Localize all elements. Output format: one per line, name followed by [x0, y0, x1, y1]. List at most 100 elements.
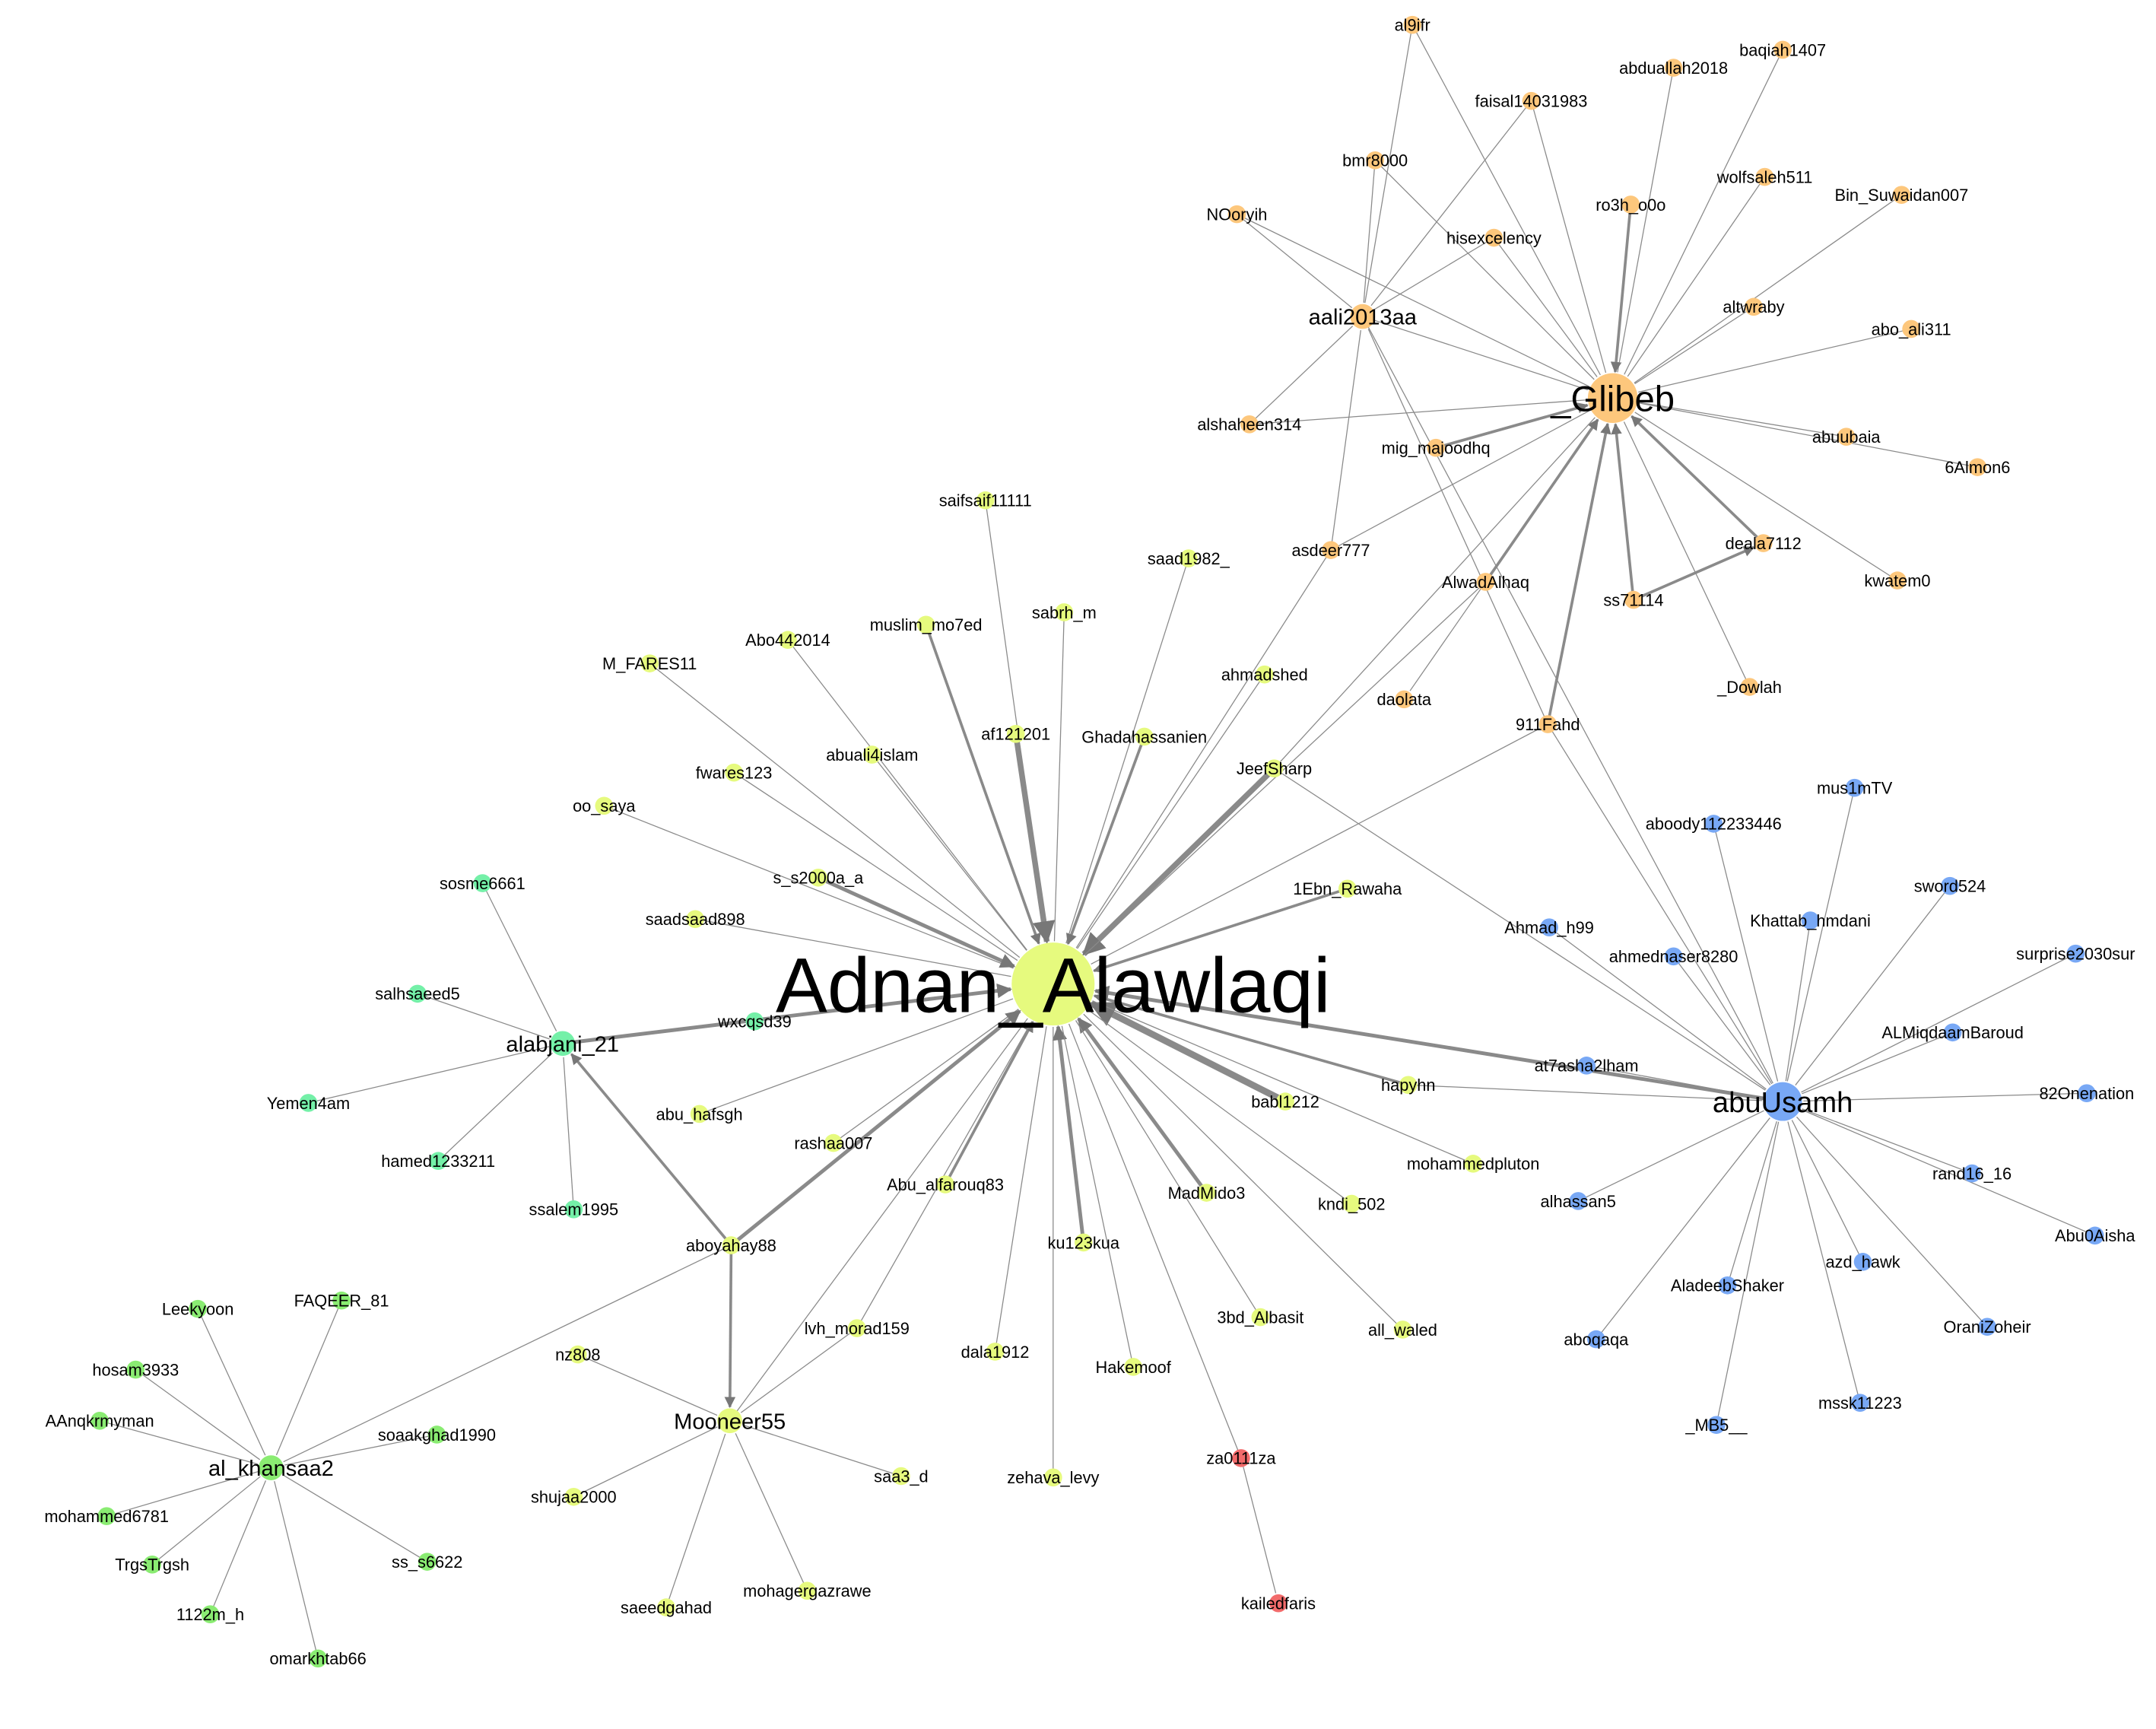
node-saeedgahad[interactable]: [657, 1598, 675, 1616]
node-saa3_d[interactable]: [892, 1467, 910, 1486]
node-at7asha2lham[interactable]: [1577, 1057, 1596, 1075]
node-aboody112233446[interactable]: [1704, 815, 1723, 833]
node-hamed1233211[interactable]: [429, 1152, 448, 1171]
node-Khattab_hmdani[interactable]: [1801, 911, 1820, 930]
node-Adnan_Alawlaqi[interactable]: [1011, 942, 1095, 1026]
node-faisal14031983[interactable]: [1522, 91, 1541, 110]
node-surprise2030sur[interactable]: [2066, 944, 2085, 963]
node-mohagergazrawe[interactable]: [798, 1581, 817, 1600]
node-sosme6661[interactable]: [473, 874, 492, 892]
node-al_khansaa2[interactable]: [259, 1455, 284, 1480]
node-_Glibeb[interactable]: [1587, 373, 1638, 423]
node-abuali4islam[interactable]: [862, 745, 881, 764]
node-deala7112[interactable]: [1754, 534, 1773, 552]
node-za0111za[interactable]: [1232, 1449, 1250, 1467]
node-oo_saya[interactable]: [595, 796, 614, 815]
node-alhassan5[interactable]: [1569, 1192, 1588, 1210]
node-MadMido3[interactable]: [1197, 1184, 1216, 1202]
node-Abu_alfarouq83[interactable]: [936, 1175, 954, 1193]
node-AladeebShaker[interactable]: [1718, 1276, 1737, 1295]
node-82Onenation[interactable]: [2078, 1084, 2096, 1103]
node-911Fahd[interactable]: [1538, 715, 1557, 733]
node-soaakghad1990[interactable]: [427, 1425, 446, 1444]
node-al9ifr[interactable]: [1403, 15, 1422, 34]
node-kndi_502[interactable]: [1342, 1194, 1361, 1213]
node-Ahmad_h99[interactable]: [1540, 918, 1558, 936]
node-all_waled[interactable]: [1393, 1321, 1412, 1339]
node-asdeer777[interactable]: [1322, 541, 1340, 559]
node-Yemen4am[interactable]: [299, 1094, 318, 1112]
node-ku123kua[interactable]: [1074, 1233, 1093, 1252]
node-salhsaeed5[interactable]: [408, 984, 427, 1003]
node-dala1912[interactable]: [986, 1343, 1005, 1361]
node-abuubaia[interactable]: [1837, 427, 1856, 446]
node-OraniZoheir[interactable]: [1978, 1317, 1996, 1336]
node-AAnqkrmyman[interactable]: [90, 1412, 109, 1430]
node-ssalem1995[interactable]: [564, 1200, 583, 1219]
node-ahmadshed[interactable]: [1255, 665, 1274, 684]
node-bmr8000[interactable]: [1366, 151, 1384, 170]
node-fwares123[interactable]: [725, 763, 743, 782]
node-rashaa007[interactable]: [824, 1133, 843, 1152]
node-mus1mTV[interactable]: [1845, 778, 1864, 797]
node-JeefSharp[interactable]: [1265, 759, 1284, 778]
node-mig_majoodhq[interactable]: [1427, 438, 1445, 457]
node-ss71114[interactable]: [1624, 590, 1643, 609]
node-lvh_morad159[interactable]: [847, 1319, 866, 1337]
node-kwatem0[interactable]: [1888, 571, 1907, 590]
node-_MB5__[interactable]: [1707, 1416, 1726, 1435]
node-Abo442014[interactable]: [779, 631, 797, 650]
node-1Ebn_Rawaha[interactable]: [1338, 879, 1357, 898]
node-kailedfaris[interactable]: [1269, 1594, 1288, 1613]
node-aboyahay88[interactable]: [722, 1236, 741, 1254]
node-sword524[interactable]: [1941, 876, 1959, 895]
node-mssk11223[interactable]: [1851, 1394, 1869, 1413]
node-hosam3933[interactable]: [126, 1360, 145, 1379]
node-s_s2000a_a[interactable]: [809, 868, 827, 887]
node-shujaa2000[interactable]: [564, 1487, 583, 1506]
node-NOoryih[interactable]: [1227, 205, 1246, 224]
node-1122m_h[interactable]: [201, 1605, 220, 1624]
node-3bd_Albasit[interactable]: [1251, 1308, 1270, 1327]
node-muslim_mo7ed[interactable]: [916, 615, 935, 634]
node-sabrh_m[interactable]: [1055, 603, 1074, 621]
node-Mooneer55[interactable]: [717, 1408, 742, 1434]
node-hapyhn[interactable]: [1399, 1076, 1418, 1095]
node-FAQEER_81[interactable]: [332, 1291, 351, 1310]
node-zehava_levy[interactable]: [1043, 1468, 1062, 1487]
node-Hakemoof[interactable]: [1124, 1358, 1142, 1376]
node-aali2013aa[interactable]: [1350, 304, 1376, 329]
node-alshaheen314[interactable]: [1240, 415, 1259, 434]
node-saad1982_[interactable]: [1180, 549, 1198, 567]
node-nz808[interactable]: [568, 1345, 587, 1364]
node-AlwadAlhaq[interactable]: [1476, 573, 1495, 591]
node-abuUsamh[interactable]: [1763, 1082, 1802, 1121]
node-wxcqsd39[interactable]: [745, 1012, 764, 1031]
node-ss_s6622[interactable]: [418, 1553, 437, 1571]
node-omarkhtab66[interactable]: [309, 1649, 327, 1668]
node-_Dowlah[interactable]: [1740, 678, 1759, 696]
node-Leekyoon[interactable]: [189, 1299, 207, 1318]
node-alabjani_21[interactable]: [550, 1031, 576, 1057]
node-saifsaif11111[interactable]: [976, 491, 995, 510]
node-altwraby[interactable]: [1745, 297, 1763, 316]
node-M_FARES11[interactable]: [640, 654, 659, 672]
node-hisexcelency[interactable]: [1484, 228, 1503, 247]
node-ahmednaser8280[interactable]: [1664, 947, 1683, 966]
node-babl1212[interactable]: [1276, 1092, 1294, 1111]
node-rand16_16[interactable]: [1963, 1164, 1981, 1183]
node-baqiah1407[interactable]: [1773, 40, 1792, 59]
node-TrgsTrgsh[interactable]: [143, 1555, 161, 1574]
node-6Almon6[interactable]: [1968, 458, 1987, 476]
node-abu_hafsgh[interactable]: [690, 1104, 709, 1124]
node-mohammedpluton[interactable]: [1464, 1155, 1482, 1173]
node-mohammed6781[interactable]: [97, 1507, 116, 1526]
node-Ghadahassanien[interactable]: [1135, 727, 1154, 746]
node-aboqaqa[interactable]: [1587, 1330, 1605, 1349]
node-abo_ali311[interactable]: [1902, 319, 1920, 338]
node-ALMiqdaamBaroud[interactable]: [1943, 1023, 1962, 1042]
node-saadsaad898[interactable]: [686, 910, 705, 929]
node-wolfsaleh511[interactable]: [1755, 167, 1774, 186]
node-af121201[interactable]: [1006, 724, 1025, 743]
node-Abu0Aisha[interactable]: [2085, 1226, 2104, 1245]
